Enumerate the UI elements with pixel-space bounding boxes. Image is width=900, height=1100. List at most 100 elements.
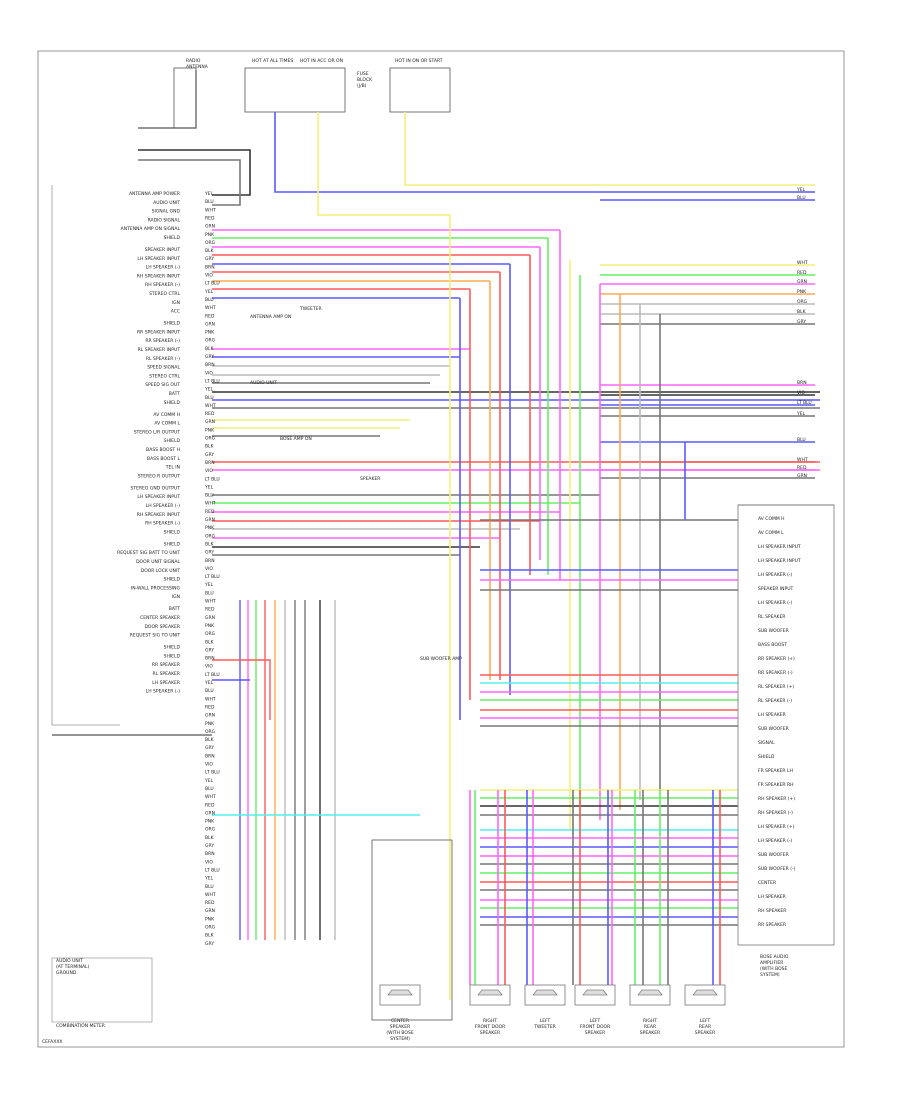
wire-color-tag: BRN (205, 264, 215, 270)
wire-color-tag: PNK (205, 525, 215, 531)
wire-color-tag: YEL (204, 387, 214, 393)
speaker-icon (477, 989, 503, 996)
connector-pin-label: SIGNAL GND (152, 209, 181, 215)
wire-color-tag: WHT (205, 501, 216, 507)
connector-pin-label: TEL IN (165, 465, 180, 471)
svg-text:SYSTEM): SYSTEM) (760, 972, 780, 978)
connector-pin-label: ACC (171, 309, 180, 315)
amp-pin-label: LH SPEAKER (-) (758, 838, 793, 844)
connector-pin-label: SHIELD (164, 438, 181, 444)
power-wire (274, 112, 815, 193)
wire-color-tag: LT BLU (205, 867, 220, 873)
wire-color-tag: VIO (205, 468, 213, 474)
wire-color-tag: LT BLU (205, 672, 220, 678)
speaker-connector (524, 984, 566, 1006)
connector-pin-label: LH SPEAKER INPUT (137, 494, 180, 500)
connector-pin-label: RR SPEAKER INPUT (137, 329, 180, 335)
wire-color-tag: YEL (204, 680, 214, 686)
wire-color-tag: RED (205, 215, 215, 221)
wire-color-tag: PNK (205, 916, 215, 922)
wire-color-tag: RED (205, 900, 215, 906)
wire-color-tag: LT BLU (205, 770, 220, 776)
wire-color-tag: RED (205, 607, 215, 613)
wire-color-tag: GRN (797, 473, 807, 479)
connector-pin-label: DOOR LOCK UNIT (141, 568, 181, 574)
wire-color-tag: PNK (797, 289, 807, 295)
speaker-label: LEFT (590, 1018, 601, 1024)
amp-pin-label: RR SPEAKER (-) (758, 670, 793, 676)
connector-pin-label: LH SPEAKER (152, 680, 180, 686)
wire-color-tag: WHT (205, 305, 216, 311)
wire-color-tag: YEL (204, 484, 214, 490)
wire-color-tag: GRY (205, 843, 214, 849)
connector-pin-label: STEREO R OUTPUT (138, 473, 181, 479)
speaker-icon (582, 989, 608, 996)
amp-pin-label: FR SPEAKER RH (758, 782, 794, 788)
bundle-wire (212, 659, 271, 720)
wire-color-tag: RED (797, 465, 807, 471)
amp-pin-label: RR SPEAKER (+) (758, 656, 795, 662)
wire-color-tag: LT BLU (205, 574, 220, 580)
connector-pin-label: RL SPEAKER (153, 671, 180, 677)
power-wire (317, 112, 451, 1000)
connector-pin-label: REQUEST SIG TO UNIT (130, 633, 180, 639)
wire-color-tag: RED (797, 270, 807, 276)
diagram-frame (37, 50, 845, 1048)
wire-color-tag: YEL (204, 778, 214, 784)
speaker-label: LEFT (540, 1018, 551, 1024)
wire-color-tag: PNK (205, 427, 215, 433)
wire-color-tag: PNK (205, 623, 215, 629)
wire-color-tag: BRN (205, 362, 215, 368)
antenna-wire (138, 149, 251, 196)
connector-pin-label: SPEED SIGNAL (147, 365, 180, 371)
speaker-label: SYSTEM) (390, 1036, 410, 1042)
wire-color-tag: LT BLU (205, 378, 220, 384)
wire-color-tag: GRY (205, 256, 214, 262)
wire-color-tag: BRN (205, 460, 215, 466)
wire-color-tag: GRY (205, 354, 214, 360)
speaker-label: (WITH BOSE (386, 1030, 414, 1036)
speaker-connector (684, 984, 726, 1006)
wire-color-tag: BLK (205, 541, 215, 547)
speaker-label: SPEAKER (640, 1030, 660, 1036)
wire-color-tag: GRY (797, 319, 806, 325)
connector-pin-label: AUDIO UNIT (153, 200, 180, 206)
connector-pin-label: RL SPEAKER (-) (146, 356, 180, 362)
connector-pin-label: STEREO CTRL (149, 373, 180, 379)
amp-pin-label: RL SPEAKER (-) (758, 698, 792, 704)
connector-pin-label: IGN (172, 594, 180, 600)
wire-color-tag: BRN (205, 558, 215, 564)
connector-pin-label: SHIELD (164, 645, 181, 651)
amp-pin-label: FR SPEAKER LH (758, 768, 793, 774)
antenna-wire (138, 159, 241, 206)
connector-pin-label: LH SPEAKER INPUT (137, 256, 180, 262)
speaker-connector (469, 984, 511, 1006)
power-wire (404, 112, 815, 186)
bottom-left-labels: AUDIO UNIT (AT TERMINAL) GROUND COMBINAT… (42, 957, 153, 1045)
amp-pin-label: RH SPEAKER (758, 908, 786, 914)
svg-text:FUSE: FUSE (357, 71, 369, 77)
wire-color-tag: WHT (205, 599, 216, 605)
speaker-icon (637, 989, 663, 996)
connector-pin-label: SHIELD (164, 541, 181, 547)
amp-pin-label: CENTER (758, 880, 776, 886)
inline-label: SUB WOOFER AMP (420, 656, 462, 662)
wire-color-tag: WHT (205, 403, 216, 409)
amp-pin-label: SUB WOOFER (758, 726, 789, 732)
top-labels: RADIO ANTENNA HOT AT ALL TIMES HOT IN AC… (186, 58, 443, 89)
connector-pin-label: SPEAKER INPUT (145, 247, 181, 253)
connector-pin-label: IN-WALL PROCESSING (131, 585, 181, 591)
wire-color-tag: WHT (205, 207, 216, 213)
inline-label: AUDIO UNIT (250, 380, 277, 386)
frame-line (51, 185, 120, 726)
wire-color-tag: VIO (205, 762, 213, 768)
connector-pin-label: LH SPEAKER (-) (146, 689, 181, 695)
speaker-label: TWEETER (533, 1024, 556, 1030)
wire-color-tag: YEL (204, 876, 214, 882)
speaker-label: REAR (699, 1024, 711, 1030)
wire-color-tag: BLK (205, 933, 215, 939)
connector-pin-label: AV COMM L (154, 421, 180, 427)
